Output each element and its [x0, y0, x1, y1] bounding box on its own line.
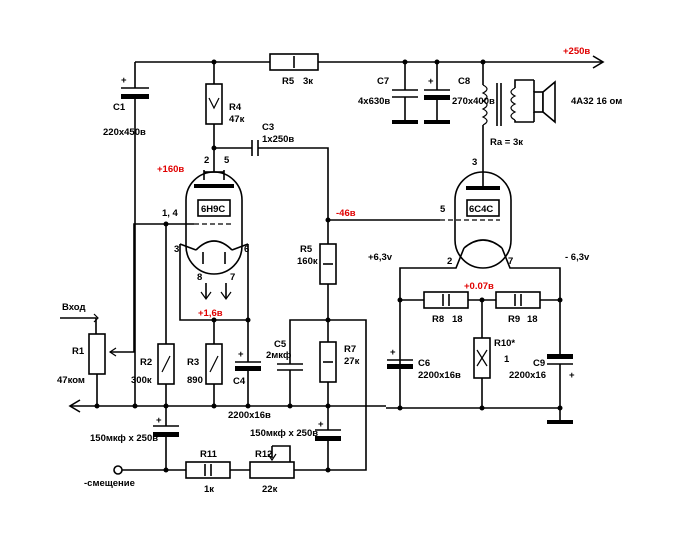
- heater-mid-voltage: +0.07в: [464, 281, 494, 292]
- svg-text:18: 18: [452, 314, 463, 325]
- svg-text:R8: R8: [432, 314, 444, 325]
- c3-capacitor: C3 1x250в: [214, 122, 329, 244]
- svg-text:+: +: [156, 415, 162, 426]
- svg-text:R9: R9: [508, 314, 520, 325]
- svg-text:C5: C5: [274, 339, 287, 350]
- c5-capacitor: C5 2мкф: [266, 319, 367, 471]
- svg-text:R4: R4: [229, 102, 242, 113]
- c1-capacitor: + C1 220x450в: [103, 62, 149, 406]
- svg-text:+: +: [318, 419, 324, 430]
- r5-rail-resistor: R5 3к: [269, 53, 319, 87]
- v1-anode-voltage: +160в: [157, 164, 184, 175]
- input-label: Вход: [62, 302, 86, 313]
- svg-text:7: 7: [230, 272, 235, 283]
- svg-text:C8: C8: [458, 76, 470, 87]
- svg-text:300к: 300к: [131, 375, 152, 386]
- svg-text:6: 6: [244, 244, 249, 255]
- svg-text:R5: R5: [282, 76, 295, 87]
- svg-text:C3: C3: [262, 122, 274, 133]
- bias-supply: + 150мкф х 250в -смещение R11 1к R12 22к…: [84, 406, 341, 495]
- svg-text:C6: C6: [418, 358, 430, 369]
- r7-resistor: R7 27к: [319, 320, 360, 406]
- output-transformer: Ra = 3к: [481, 62, 534, 148]
- v1-cathode-network: +1,6в: [179, 244, 249, 344]
- svg-text:+: +: [121, 75, 127, 86]
- speaker-label: 4A32 16 ом: [571, 96, 622, 107]
- svg-text:C9: C9: [533, 358, 545, 369]
- svg-text:160к: 160к: [297, 256, 318, 267]
- svg-text:3: 3: [472, 157, 477, 168]
- c4-capacitor: + C4 2200x16в: [228, 344, 271, 421]
- svg-text:5: 5: [440, 204, 446, 215]
- svg-text:+: +: [390, 347, 396, 358]
- bias-label: -смещение: [84, 478, 135, 489]
- tube-v1: 6Н9С 2 5 1, 4 3 6 8 7 +160в: [157, 148, 249, 301]
- svg-text:R2: R2: [140, 357, 152, 368]
- v2-grid-voltage: -46в: [336, 208, 356, 219]
- svg-text:+: +: [238, 349, 244, 360]
- speaker: 4A32 16 ом: [533, 80, 622, 124]
- c9-capacitor: + C9 2200x16: [509, 354, 575, 424]
- svg-text:270x400в: 270x400в: [452, 96, 495, 107]
- svg-text:890: 890: [187, 375, 203, 386]
- svg-text:R7: R7: [344, 344, 356, 355]
- svg-text:27к: 27к: [344, 356, 360, 367]
- r2-resistor: R2 300к: [131, 343, 175, 406]
- svg-text:C7: C7: [377, 76, 389, 87]
- svg-text:+: +: [569, 370, 575, 381]
- svg-text:7: 7: [508, 256, 513, 267]
- svg-text:2200x16в: 2200x16в: [418, 370, 461, 381]
- svg-text:2: 2: [447, 256, 452, 267]
- svg-text:R1: R1: [72, 346, 85, 357]
- svg-text:47к: 47к: [229, 114, 245, 125]
- v1-grid-wiring: [108, 223, 167, 357]
- svg-text:2мкф: 2мкф: [266, 350, 291, 361]
- svg-text:1, 4: 1, 4: [162, 208, 179, 219]
- r1-input-potentiometer: Вход R1 47ком: [57, 302, 106, 406]
- svg-text:1x250в: 1x250в: [262, 134, 294, 145]
- v1-cathode-voltage: +1,6в: [198, 308, 223, 319]
- svg-text:R12: R12: [255, 449, 272, 460]
- svg-text:3к: 3к: [303, 76, 313, 87]
- c7-capacitor: C7 4x630в: [358, 62, 418, 124]
- svg-text:2200x16в: 2200x16в: [228, 410, 271, 421]
- svg-text:R3: R3: [187, 357, 199, 368]
- svg-text:18: 18: [527, 314, 538, 325]
- svg-text:2: 2: [204, 155, 209, 166]
- svg-text:8: 8: [197, 272, 202, 283]
- ground-bus: [68, 399, 560, 413]
- tube-v2: 6С4С 3 5 2 7 +6,3v - 6,3v: [368, 128, 590, 406]
- heater-plus: +6,3v: [368, 252, 393, 263]
- svg-text:150мкф х 250в: 150мкф х 250в: [90, 433, 158, 444]
- svg-text:C4: C4: [233, 376, 246, 387]
- svg-text:2200x16: 2200x16: [509, 370, 546, 381]
- svg-text:22к: 22к: [262, 484, 278, 495]
- svg-text:150мкф х 250в: 150мкф х 250в: [250, 428, 318, 439]
- svg-text:4x630в: 4x630в: [358, 96, 390, 107]
- svg-text:C1: C1: [113, 102, 126, 113]
- v2-type: 6С4С: [469, 204, 493, 215]
- v1-type: 6Н9С: [201, 204, 225, 215]
- svg-text:R5: R5: [300, 244, 313, 255]
- svg-text:R10*: R10*: [494, 338, 515, 349]
- b-plus-rail: +250в: [135, 46, 605, 69]
- r4-resistor: R4 47к: [205, 62, 245, 148]
- r5-grid-resistor: R5 160к -46в: [297, 208, 440, 320]
- c8-capacitor: + C8 270x400в: [424, 62, 495, 124]
- svg-text:R11: R11: [200, 449, 218, 460]
- c6-capacitor: + C6 2200x16в: [387, 347, 461, 381]
- b-plus-voltage: +250в: [563, 46, 590, 57]
- svg-text:+: +: [428, 76, 434, 87]
- svg-text:1к: 1к: [204, 484, 214, 495]
- svg-text:1: 1: [504, 354, 510, 365]
- svg-text:47ком: 47ком: [57, 375, 85, 386]
- load-impedance: Ra = 3к: [490, 137, 523, 148]
- svg-text:220x450в: 220x450в: [103, 127, 146, 138]
- r3-resistor: R3 890: [187, 343, 223, 406]
- heater-minus: - 6,3v: [565, 252, 590, 263]
- svg-text:3: 3: [174, 244, 179, 255]
- svg-text:5: 5: [224, 155, 230, 166]
